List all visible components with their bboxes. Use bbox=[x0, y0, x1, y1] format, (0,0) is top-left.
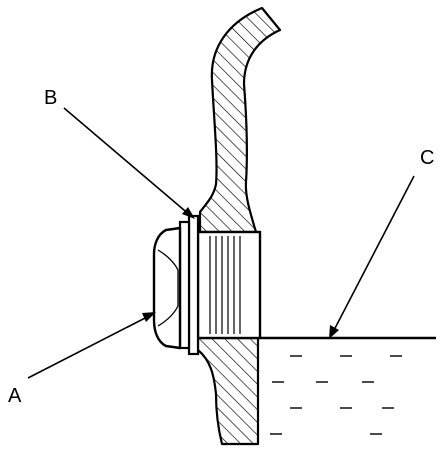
drain-plug-flange bbox=[178, 220, 191, 350]
leader-line-b bbox=[63, 107, 192, 217]
drain-plug-hex-head bbox=[152, 226, 182, 350]
leader-arrowhead-a bbox=[142, 312, 156, 322]
sealing-washer bbox=[187, 214, 200, 356]
callout-label-c: C bbox=[420, 147, 434, 169]
hex-head-facet-lines bbox=[157, 249, 179, 327]
oil-pan-wall-upper bbox=[198, 6, 282, 234]
leader-arrowhead-c bbox=[329, 325, 339, 339]
leader-line-c bbox=[331, 175, 415, 335]
callout-label-a: A bbox=[8, 385, 22, 407]
leader-arrowhead-b bbox=[182, 207, 195, 219]
callout-label-b: B bbox=[44, 87, 57, 109]
thread-lines bbox=[209, 236, 241, 334]
oil-dashes bbox=[270, 355, 402, 435]
leader-line-a bbox=[27, 314, 152, 379]
oil-pan-wall-lower bbox=[196, 336, 260, 446]
drain-plug-thread bbox=[196, 230, 262, 340]
